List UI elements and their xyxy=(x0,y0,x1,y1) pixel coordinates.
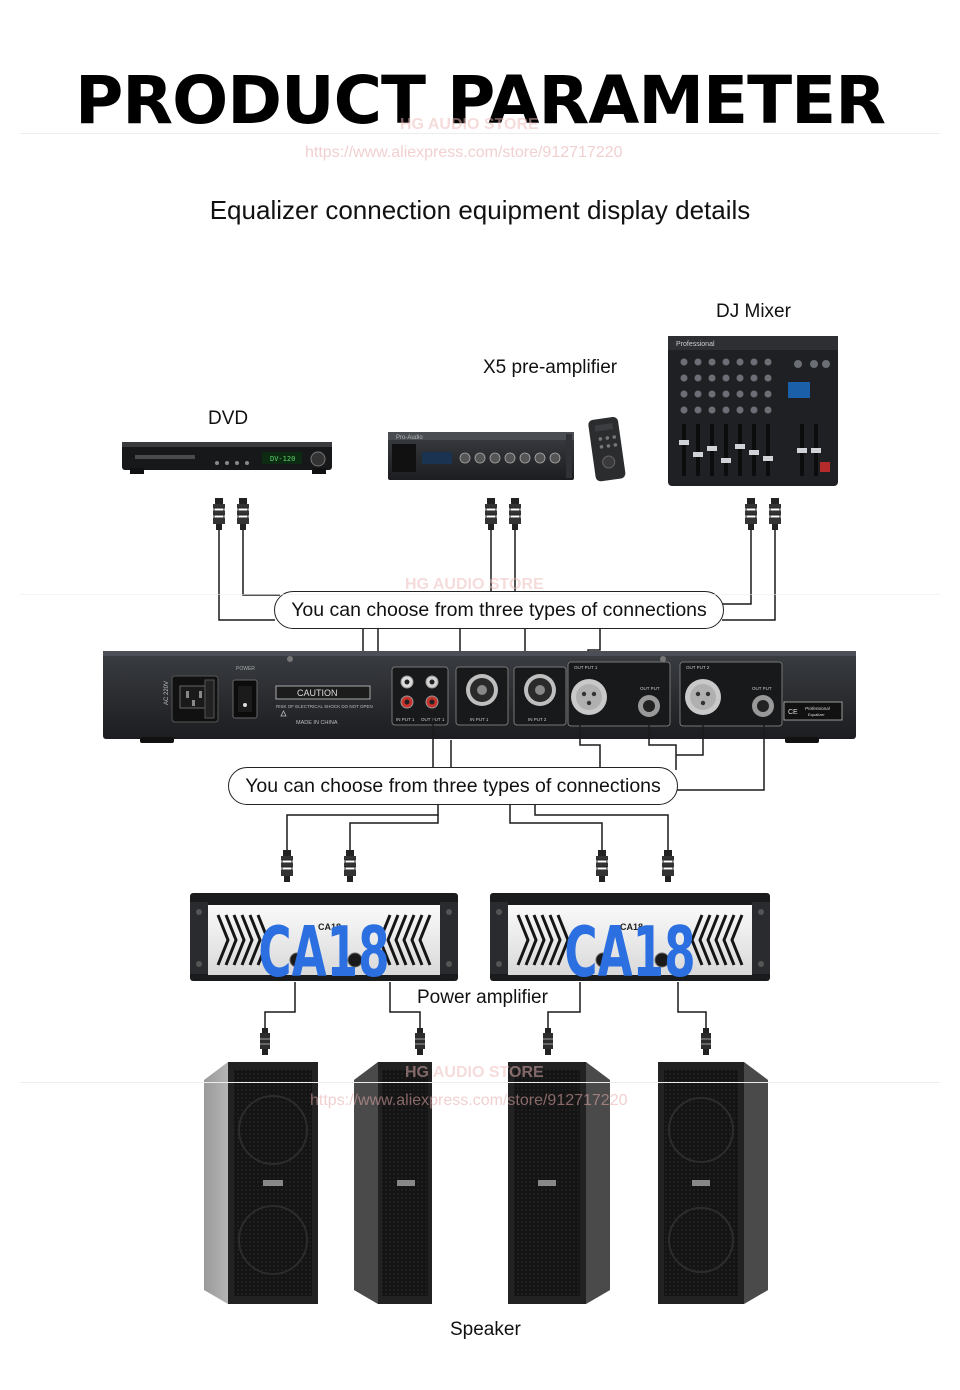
amplifier-right-image: CA18 CA18 xyxy=(490,893,770,993)
power-text: POWER xyxy=(236,666,255,672)
watermark-store-low: HG AUDIO STORE xyxy=(405,1064,544,1081)
speaker-1-image xyxy=(204,1062,318,1304)
mixer-brand-text: Professional xyxy=(676,341,715,348)
watermark-url: https://www.aliexpress.com/store/9127172… xyxy=(305,144,623,161)
divider-top xyxy=(20,133,940,134)
preamp-brand-text: Pro-Audio xyxy=(396,435,423,441)
mixer-label: DJ Mixer xyxy=(716,301,791,322)
amp-left-model: CA18 xyxy=(258,912,389,993)
connection-pill-bottom: You can choose from three types of conne… xyxy=(228,767,678,805)
equalizer-rear-panel: AC 220V POWER CAUTION RISK OF ELECTRICAL… xyxy=(103,651,856,743)
page-subtitle: Equalizer connection equipment display d… xyxy=(209,195,751,225)
out-put-2-xlr-text: OUT PUT 2 xyxy=(686,665,710,670)
speaker-4-image xyxy=(658,1062,768,1304)
amp-left-small-model: CA18 xyxy=(318,922,341,932)
amplifier-left-image: CA18 CA18 xyxy=(190,893,458,993)
out-put-text: OUT PUT xyxy=(640,686,660,691)
brand-line2: Equalizer xyxy=(808,712,825,717)
voltage-text: AC 220V xyxy=(164,681,170,705)
brand-line1: Professional xyxy=(805,706,831,711)
preamp-image: Pro-Audio xyxy=(388,417,626,482)
speaker-label: Speaker xyxy=(450,1319,521,1340)
power-amplifier-label: Power amplifier xyxy=(417,987,548,1008)
caution-title: CAUTION xyxy=(297,688,338,698)
caution-text: RISK OF ELECTRICAL SHOCK DO NOT OPEN xyxy=(276,704,373,709)
in-put-1-text: IN PUT 1 xyxy=(470,717,489,722)
speaker-2-image xyxy=(354,1062,432,1304)
in-put-2-text: IN PUT 2 xyxy=(528,717,547,722)
amp-right-small-model: CA18 xyxy=(620,922,643,932)
dvd-display-text: DV-120 xyxy=(270,455,295,463)
preamp-label: X5 pre-amplifier xyxy=(483,357,618,378)
connection-pill-top: You can choose from three types of conne… xyxy=(274,591,724,629)
out-put-1-xlr-text: OUT PUT 1 xyxy=(574,665,598,670)
dvd-player-image: DV-120 xyxy=(122,442,332,474)
speaker-3-image xyxy=(508,1062,610,1304)
made-in-text: MADE IN CHINA xyxy=(296,720,338,726)
amp-right-model: CA18 xyxy=(564,912,695,993)
dj-mixer-image: Professional xyxy=(668,336,838,486)
page-title: PRODUCT PARAMETER xyxy=(74,62,886,139)
dvd-label: DVD xyxy=(208,408,249,429)
divider-low xyxy=(20,1082,940,1083)
divider-mid xyxy=(20,594,940,595)
watermark-store: HG AUDIO STORE xyxy=(400,116,539,133)
rca-in-text: IN PUT 1 xyxy=(396,717,415,722)
out-put-b-text: OUT PUT xyxy=(752,686,772,691)
watermark-url-low: https://www.aliexpress.com/store/9127172… xyxy=(310,1092,628,1109)
ce-mark: CE xyxy=(788,709,798,716)
watermark-store-mid: HG AUDIO STORE xyxy=(405,576,544,593)
